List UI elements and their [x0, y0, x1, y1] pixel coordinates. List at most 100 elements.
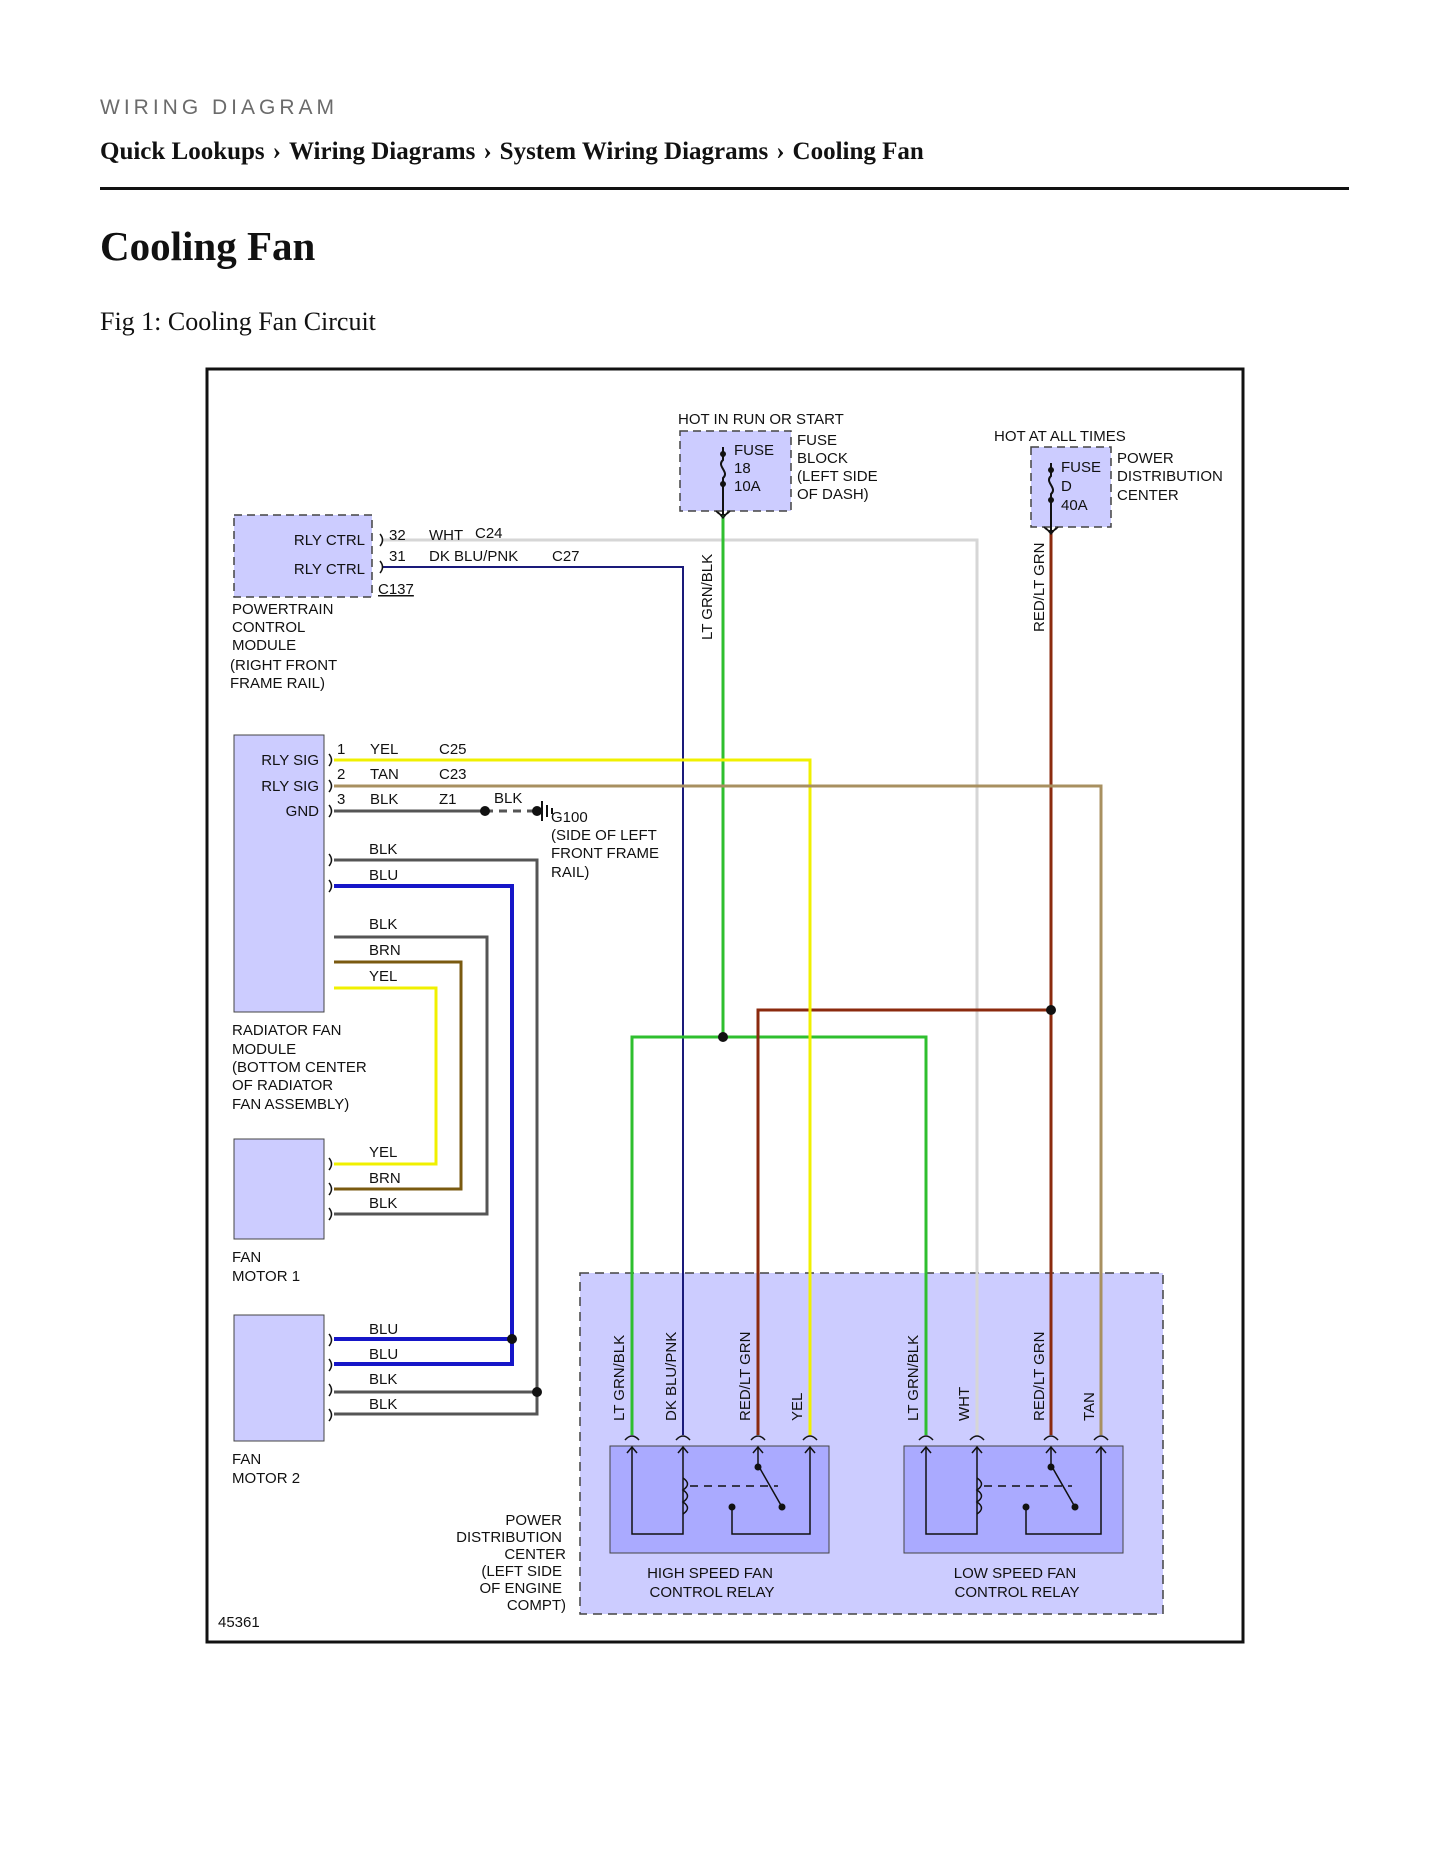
fuse-block-location: BLOCK	[797, 450, 848, 467]
wire-tan-signal	[334, 784, 1103, 1435]
high-relay-internals	[631, 1447, 811, 1535]
relay-wire-label: LT GRN/BLK	[611, 1335, 628, 1421]
high-relay-name: CONTROL RELAY	[649, 1584, 774, 1601]
rfm-pin-label: RLY SIG	[261, 778, 319, 795]
low-relay-box	[903, 1445, 1124, 1554]
splice-dot	[532, 1387, 542, 1397]
page-title: Cooling Fan	[100, 223, 316, 269]
pdc-name: CENTER	[504, 1546, 566, 1563]
breadcrumb-separator: ›	[776, 138, 785, 165]
pcm-location: FRAME RAIL)	[230, 675, 325, 692]
wire-color-label: WHT	[429, 527, 463, 544]
supply-run-start-label: HOT IN RUN OR START	[678, 411, 844, 428]
ground-location: FRONT FRAME	[551, 845, 659, 862]
fuse-18-label: FUSE	[734, 442, 774, 459]
fuse-d-element	[1048, 463, 1054, 533]
pcm-name: POWERTRAIN	[232, 601, 333, 618]
fuse-d-number: D	[1061, 478, 1072, 495]
splice-dot	[718, 1032, 728, 1042]
relay-wire-label: LT GRN/BLK	[905, 1335, 922, 1421]
connector-label: Z1	[439, 791, 457, 808]
low-relay-terminals	[918, 1435, 1109, 1454]
pdc-location: OF ENGINE	[479, 1580, 562, 1597]
high-relay-box	[609, 1445, 830, 1554]
wire-color-label: BLK	[370, 791, 398, 808]
pcm-pin-number: 31	[389, 548, 406, 565]
pcm-pin-label: RLY CTRL	[294, 532, 365, 549]
wire-dk-blu-pnk	[383, 566, 684, 1435]
breadcrumb-item-system-wiring-diagrams[interactable]: System Wiring Diagrams	[499, 138, 769, 165]
pcm-connector-label: C137	[378, 581, 414, 598]
fuse-terminals	[715, 510, 1059, 536]
pcm-name: CONTROL	[232, 619, 305, 636]
radiator-fan-module-box	[233, 734, 325, 1013]
rfm-location: (BOTTOM CENTER	[232, 1059, 367, 1076]
fuse-block-location: (LEFT SIDE	[797, 468, 878, 485]
relay-wire-label: DK BLU/PNK	[663, 1332, 680, 1421]
wires	[334, 515, 1103, 1435]
fuse-d-box	[1030, 446, 1112, 528]
wire-color-label: BRN	[369, 942, 401, 959]
pdc-name: POWER	[505, 1512, 562, 1529]
pdc-location: POWER	[1117, 450, 1174, 467]
pcm-box	[233, 514, 373, 598]
pcm-terminals	[379, 533, 384, 574]
wire-blk-motor1	[334, 935, 489, 1216]
rfm-location: FAN ASSEMBLY)	[232, 1096, 349, 1113]
low-speed-relay: LOW SPEED FAN CONTROL RELAY	[903, 1435, 1124, 1601]
wire-color-label: BLU	[369, 1321, 398, 1338]
splice-dot	[532, 806, 542, 816]
relay-wire-label: YEL	[789, 1393, 806, 1421]
high-relay-name: HIGH SPEED FAN	[647, 1565, 773, 1582]
relay-wire-label: RED/LT GRN	[1031, 1332, 1048, 1421]
wire-blu-motor2	[334, 884, 514, 1339]
figure-number: 45361	[218, 1614, 260, 1631]
fan-motor-1-box	[233, 1138, 325, 1240]
wire-blu-motor2-pair	[334, 1337, 514, 1366]
motor1-terminals	[328, 1157, 333, 1221]
wire-label-red-lt-grn: RED/LT GRN	[1031, 543, 1048, 632]
wire-color-label: BLK	[369, 916, 397, 933]
rfm-pin-number: 2	[337, 766, 345, 783]
breadcrumb-item-quick-lookups[interactable]: Quick Lookups	[100, 138, 265, 165]
fan-motor-2-box	[233, 1314, 325, 1442]
wire-blk-motor2-pair	[334, 1390, 539, 1416]
high-relay-terminals	[624, 1435, 818, 1454]
rfm-location: OF RADIATOR	[232, 1077, 333, 1094]
rfm-name: RADIATOR FAN	[232, 1022, 341, 1039]
pdc-location: (LEFT SIDE	[481, 1563, 562, 1580]
supply-all-times-label: HOT AT ALL TIMES	[994, 428, 1126, 445]
rfm-name: MODULE	[232, 1041, 296, 1058]
breadcrumb-item-cooling-fan[interactable]: Cooling Fan	[792, 138, 924, 165]
pdc-location: CENTER	[1117, 487, 1179, 504]
splice-dot	[507, 1334, 517, 1344]
fuse-d-label: FUSE	[1061, 459, 1101, 476]
pdc-location: DISTRIBUTION	[1117, 468, 1223, 485]
breadcrumb: Quick Lookups›Wiring Diagrams›System Wir…	[100, 138, 924, 166]
splice-dot	[1046, 1005, 1056, 1015]
rfm-pin-label: RLY SIG	[261, 752, 319, 769]
wire-color-label: TAN	[370, 766, 399, 783]
ground-label: G100	[551, 809, 588, 826]
wire-yel-motor1	[334, 986, 438, 1166]
wire-color-label: BLK	[369, 1396, 397, 1413]
wire-color-label: BLK	[369, 1195, 397, 1212]
fan-motor-1-name: FAN	[232, 1249, 261, 1266]
connector-label: C23	[439, 766, 467, 783]
wire-lt-grn-blk-relays	[630, 1035, 928, 1435]
relay-wire-label: TAN	[1081, 1392, 1098, 1421]
wire-blk-motor2	[334, 858, 539, 1392]
low-relay-name: CONTROL RELAY	[954, 1584, 1079, 1601]
wire-color-label: BLK	[369, 1371, 397, 1388]
wire-color-label: BLK	[494, 790, 522, 807]
motor2-terminals	[328, 1333, 333, 1422]
fuse-18-box	[679, 430, 792, 512]
splices	[480, 806, 1056, 1397]
relay-wire-label: RED/LT GRN	[737, 1332, 754, 1421]
low-relay-name: LOW SPEED FAN	[954, 1565, 1077, 1582]
wire-color-label: YEL	[370, 741, 398, 758]
breadcrumb-item-wiring-diagrams[interactable]: Wiring Diagrams	[289, 138, 476, 165]
section-kicker: WIRING DIAGRAM	[100, 96, 338, 119]
ground-symbol	[541, 801, 553, 821]
ground-location: RAIL)	[551, 864, 589, 881]
